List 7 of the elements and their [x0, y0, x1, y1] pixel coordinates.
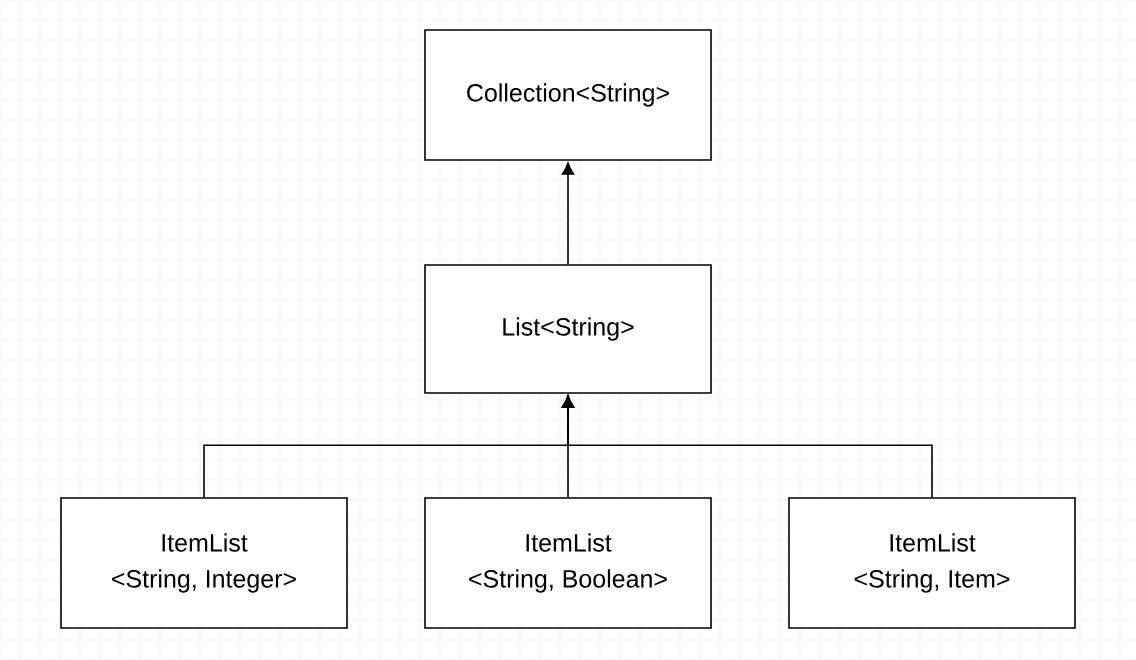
arrow	[561, 395, 933, 498]
arrow	[561, 162, 575, 265]
class-box: ItemList <String, Item>	[788, 497, 1076, 629]
class-box: List<String>	[424, 264, 712, 394]
class-box: ItemList <String, Integer>	[60, 497, 348, 629]
class-box: ItemList <String, Boolean>	[424, 497, 712, 629]
class-box: Collection<String>	[424, 29, 712, 161]
